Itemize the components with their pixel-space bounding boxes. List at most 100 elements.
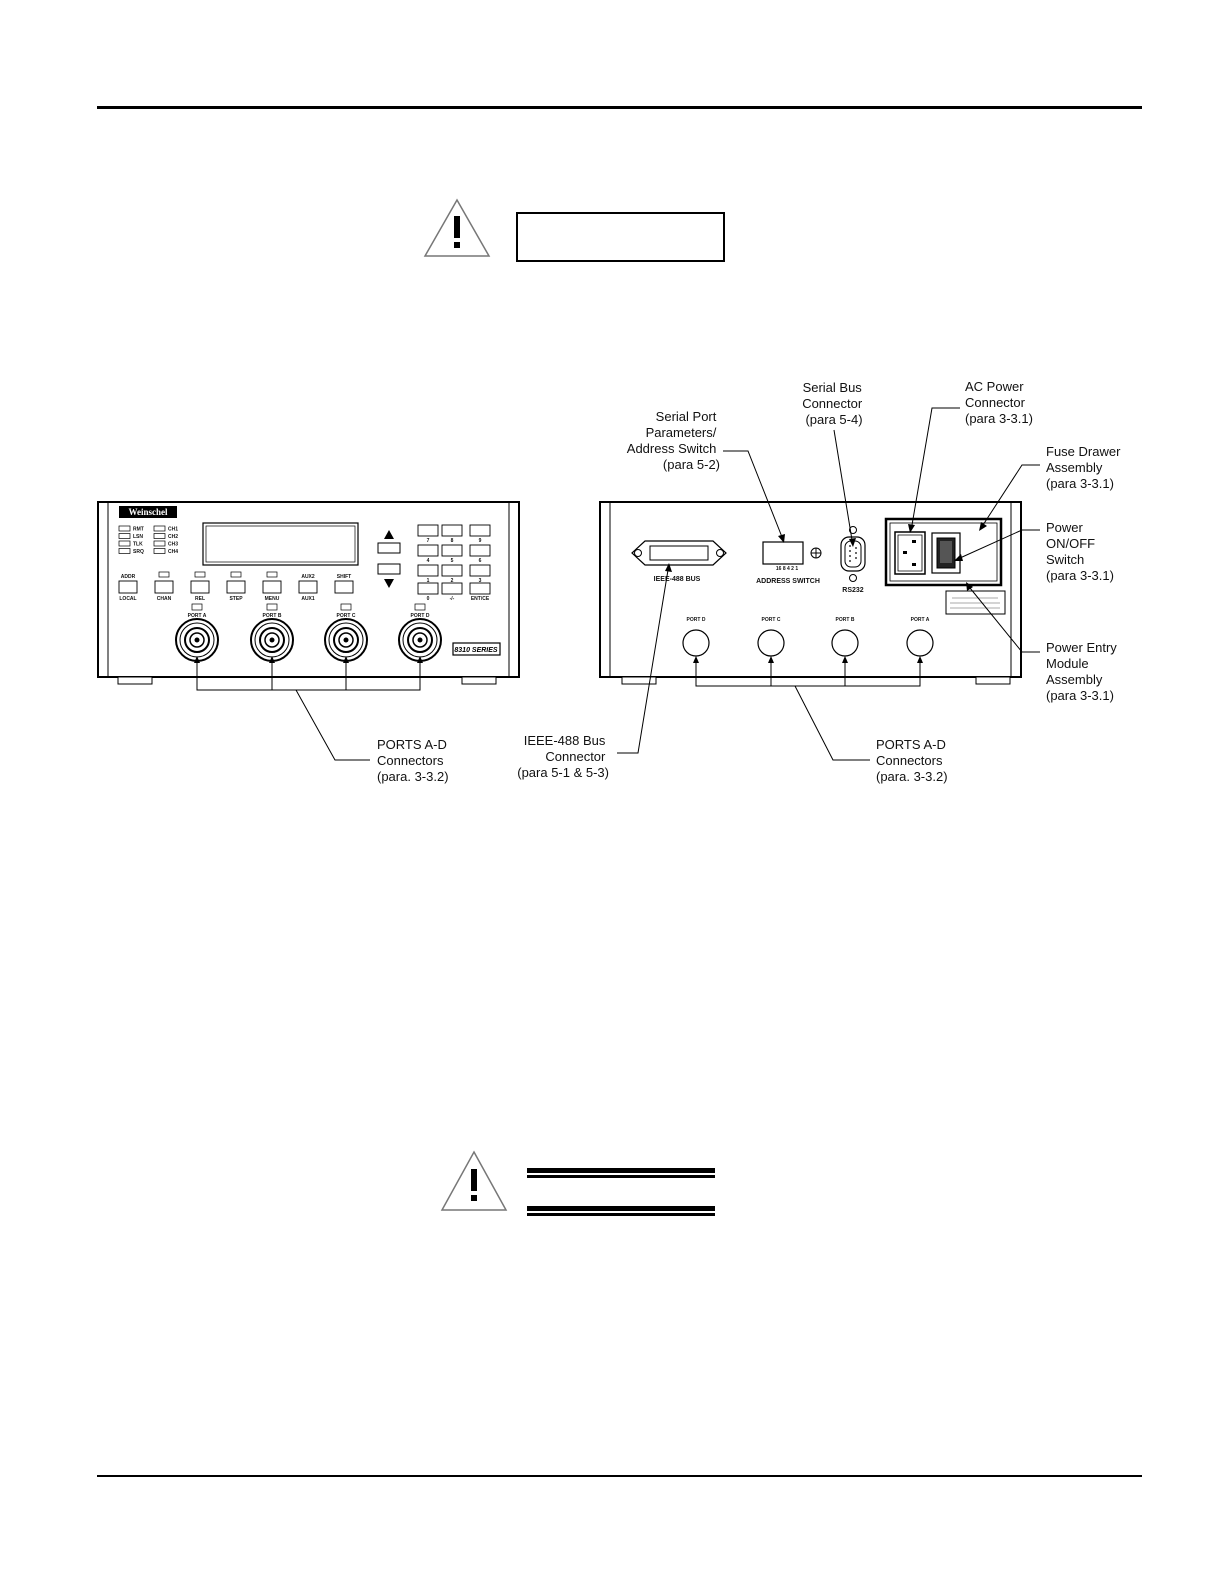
keypad-key[interactable]: [441, 582, 463, 595]
caution-heading-box: [516, 212, 725, 262]
series-badge: 8310 SERIES: [454, 647, 498, 654]
callout-rear-ports: PORTS A-D Connectors (para. 3-3.2): [876, 737, 949, 784]
indicator-led: [153, 548, 166, 554]
function-key[interactable]: [334, 580, 354, 594]
keypad-key[interactable]: [417, 524, 439, 537]
function-key[interactable]: [154, 580, 174, 594]
rear-port-label: PORT D: [687, 617, 706, 623]
function-key[interactable]: [298, 580, 318, 594]
address-switch-digits: 16 8 4 2 1: [776, 566, 798, 572]
key-led: [194, 571, 206, 578]
rear-port-connector[interactable]: [906, 629, 934, 657]
indicator-led: [153, 540, 166, 547]
warning-top-rule: [527, 1168, 715, 1179]
warning-bottom-rule: [527, 1206, 715, 1217]
indicator-label: RMT: [133, 527, 144, 533]
up-key[interactable]: [377, 542, 401, 554]
key-bottom-label: STEP: [229, 596, 243, 602]
keypad-label: ENT/CE: [471, 596, 490, 602]
function-key[interactable]: [226, 580, 246, 594]
function-key[interactable]: [190, 580, 210, 594]
down-key[interactable]: [377, 563, 401, 575]
keypad-label: -/-: [450, 596, 455, 602]
keypad-key[interactable]: [417, 544, 439, 557]
indicator-label: TLK: [133, 542, 143, 548]
keypad-key[interactable]: [441, 564, 463, 577]
indicator-led: [118, 525, 131, 532]
function-key[interactable]: [118, 580, 138, 594]
port-label: PORT A: [188, 613, 207, 619]
ieee-488-connector: [631, 540, 727, 566]
keypad-label: 7: [427, 538, 430, 544]
callout-fuse-drawer: Fuse Drawer Assembly (para 3-3.1): [1046, 444, 1124, 491]
up-arrow-icon: [384, 530, 394, 539]
rear-port-label: PORT B: [836, 617, 855, 623]
callout-power-switch: Power ON/OFF Switch (para 3-3.1): [1046, 520, 1114, 583]
port-led: [191, 603, 203, 611]
indicator-led: [118, 540, 131, 547]
port-label: PORT B: [263, 613, 282, 619]
keypad-key[interactable]: [469, 564, 491, 577]
rs232-label: RS232: [842, 587, 864, 594]
port-led: [414, 603, 426, 611]
function-key[interactable]: [262, 580, 282, 594]
port-label: PORT D: [411, 613, 430, 619]
keypad-key[interactable]: [441, 544, 463, 557]
ground-symbol-icon: [810, 547, 822, 559]
keypad-key[interactable]: [441, 524, 463, 537]
keypad-key[interactable]: [417, 582, 439, 595]
key-bottom-label: AUX1: [301, 596, 315, 602]
rear-port-connector[interactable]: [682, 629, 710, 657]
callout-front-ports: PORTS A-D Connectors (para. 3-3.2): [377, 737, 450, 784]
callout-ieee-bus: IEEE-488 Bus Connector (para 5-1 & 5-3): [517, 733, 609, 780]
indicator-label: CH3: [168, 542, 178, 548]
key-top-label: ADDR: [121, 574, 136, 580]
key-top-label: SHIFT: [337, 574, 351, 580]
warning-triangle-icon: [423, 198, 491, 257]
indicator-led: [153, 525, 166, 532]
indicator-label: CH2: [168, 534, 178, 540]
indicator-label: CH4: [168, 549, 178, 555]
callout-serial-bus: Serial Bus Connector (para 5-4): [802, 380, 866, 427]
key-led: [230, 571, 242, 578]
port-label: PORT C: [337, 613, 356, 619]
rear-panel: IEEE-488 BUS 16 8 4 2 1 ADDRESS SWITCH R…: [599, 501, 1022, 685]
key-top-label: AUX2: [301, 574, 315, 580]
keypad-key[interactable]: [417, 564, 439, 577]
keypad-key[interactable]: [469, 582, 491, 595]
brand-logo-plate: [119, 506, 177, 518]
keypad-label: 8: [451, 538, 454, 544]
footer-rule: [97, 1475, 1142, 1477]
keypad-label: 0: [427, 596, 430, 602]
keypad-label: 2: [451, 578, 454, 584]
keypad-key[interactable]: [469, 524, 491, 537]
keypad-label: 4: [427, 558, 430, 564]
key-bottom-label: MENU: [265, 596, 280, 602]
rear-port-connector[interactable]: [757, 629, 785, 657]
indicator-led: [153, 533, 166, 539]
callout-power-entry: Power Entry Module Assembly (para 3-3.1): [1046, 640, 1120, 703]
keypad-label: 1: [427, 578, 430, 584]
port-led: [266, 603, 278, 611]
rear-port-connector[interactable]: [831, 629, 859, 657]
indicator-led: [118, 533, 131, 539]
brand-logo: Weinschel: [128, 507, 168, 517]
indicator-label: SRQ: [133, 549, 144, 555]
port-led: [340, 603, 352, 611]
keypad-key[interactable]: [469, 544, 491, 557]
keypad-label: 9: [479, 538, 482, 544]
indicator-led: [118, 548, 131, 554]
address-switch-label: ADDRESS SWITCH: [756, 578, 820, 585]
indicator-label: CH1: [168, 527, 178, 533]
down-arrow-icon: [384, 579, 394, 588]
header-rule: [97, 106, 1142, 109]
rs232-connector: [840, 526, 866, 582]
callout-serial-port: Serial Port Parameters/ Address Switch (…: [627, 409, 720, 472]
key-led: [266, 571, 278, 578]
key-bottom-label: CHAN: [157, 596, 172, 602]
keypad-label: 6: [479, 558, 482, 564]
callout-ac-power: AC Power Connector (para 3-3.1): [965, 379, 1033, 426]
rear-port-label: PORT A: [911, 617, 930, 623]
address-switch[interactable]: [762, 541, 804, 565]
